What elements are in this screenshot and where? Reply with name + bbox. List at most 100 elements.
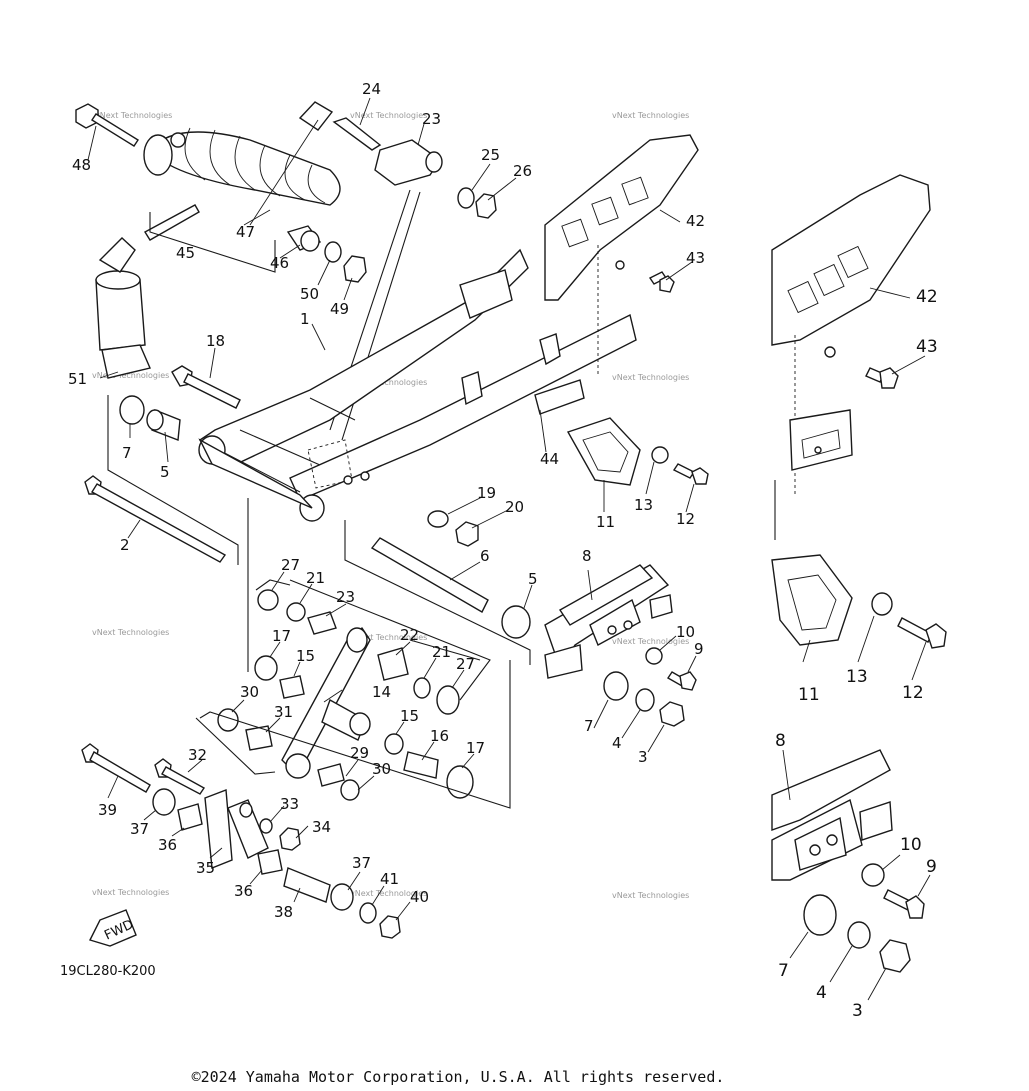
- pivot-collars: [119, 365, 241, 441]
- callout-50: 50: [300, 285, 319, 303]
- fwd-arrow-icon: FWD: [89, 909, 137, 947]
- watermark: vNext Technologies: [350, 378, 427, 387]
- spring-drawing: [143, 127, 341, 206]
- callout-15: 15: [296, 647, 315, 665]
- callout-21b: 21: [432, 643, 451, 661]
- watermark: vNext Technologies: [350, 633, 427, 642]
- chain-slider-guard: [566, 417, 709, 486]
- callout-32: 32: [188, 746, 207, 764]
- watermark: vNext Technologies: [612, 111, 689, 120]
- callout-17b: 17: [466, 739, 485, 757]
- callout-15b: 15: [400, 707, 419, 725]
- watermark: vNext Technologies: [350, 111, 427, 120]
- callout-38: 38: [274, 903, 293, 921]
- callout-17: 17: [272, 627, 291, 645]
- watermark: vNext Technologies: [92, 371, 169, 380]
- watermark: vNext Technologies: [612, 373, 689, 382]
- callout-5b: 5: [528, 570, 538, 588]
- callout-37: 37: [130, 820, 149, 838]
- detail-callout-43: 43: [916, 337, 938, 357]
- watermarks: vNext Technologies vNext Technologies vN…: [92, 111, 689, 900]
- watermark: vNext Technologies: [612, 891, 689, 900]
- callout-27b: 27: [456, 655, 475, 673]
- watermark: vNext Technologies: [95, 111, 172, 120]
- connecting-rod: [81, 717, 401, 939]
- callout-12: 12: [676, 510, 695, 528]
- callout-29: 29: [350, 744, 369, 762]
- callout-3: 3: [638, 748, 648, 766]
- callout-16: 16: [430, 727, 449, 745]
- detail-callout-3: 3: [852, 1001, 863, 1021]
- callout-30: 30: [240, 683, 259, 701]
- callout-23: 23: [422, 110, 441, 128]
- callout-9: 9: [694, 640, 704, 658]
- callout-46: 46: [270, 254, 289, 272]
- callout-43: 43: [686, 249, 705, 267]
- callout-11: 11: [596, 513, 615, 531]
- detail-chain-puller: [771, 749, 925, 973]
- callout-26: 26: [513, 162, 532, 180]
- callout-34: 34: [312, 818, 331, 836]
- callout-4: 4: [612, 734, 622, 752]
- detail-callout-7: 7: [778, 961, 789, 981]
- callout-39: 39: [98, 801, 117, 819]
- callout-20: 20: [505, 498, 524, 516]
- callout-35: 35: [196, 859, 215, 877]
- damper-body-drawing: [95, 237, 151, 379]
- callout-51: 51: [68, 370, 87, 388]
- watermark: vNext Technologies: [350, 889, 427, 898]
- relay-linkage: [199, 498, 511, 809]
- callout-36: 36: [158, 836, 177, 854]
- callout-36b: 36: [234, 882, 253, 900]
- callout-49: 49: [330, 300, 349, 318]
- callout-8: 8: [582, 547, 592, 565]
- callout-25: 25: [481, 146, 500, 164]
- chain-guard: [544, 134, 699, 375]
- callout-27: 27: [281, 556, 300, 574]
- detail-chain-guard: [771, 174, 931, 540]
- swing-arm: [198, 248, 637, 522]
- callout-7b: 7: [584, 717, 594, 735]
- callout-33: 33: [280, 795, 299, 813]
- detail-callout-11: 11: [798, 685, 820, 705]
- watermark: vNext Technologies: [92, 888, 169, 897]
- chain-puller: [544, 564, 697, 727]
- callout-1: 1: [300, 310, 310, 328]
- callout-6: 6: [480, 547, 490, 565]
- callout-42: 42: [686, 212, 705, 230]
- callout-45: 45: [176, 244, 195, 262]
- callout-22: 22: [400, 626, 419, 644]
- detail-callout-10: 10: [900, 835, 922, 855]
- detail-callout-13: 13: [846, 667, 868, 687]
- callout-19: 19: [477, 484, 496, 502]
- callout-48: 48: [72, 156, 91, 174]
- callout-30b: 30: [372, 760, 391, 778]
- callout-21: 21: [306, 569, 325, 587]
- detail-slider-guard: [771, 554, 947, 649]
- callout-14: 14: [372, 683, 391, 701]
- shaft-6: [344, 520, 531, 665]
- detail-callout-12: 12: [902, 683, 924, 703]
- bolt-48-drawing: [75, 103, 139, 147]
- callout-47: 47: [236, 223, 255, 241]
- rear-shock-absorber: [75, 101, 367, 379]
- callout-23b: 23: [336, 588, 355, 606]
- watermark: vNext Technologies: [612, 637, 689, 646]
- diagram-code: 19CL280-K200: [60, 964, 156, 979]
- pivot-bolt: [84, 395, 239, 565]
- callout-13: 13: [634, 496, 653, 514]
- callout-37b: 37: [352, 854, 371, 872]
- detail-callout-8: 8: [775, 731, 786, 751]
- callout-31: 31: [274, 703, 293, 721]
- callout-5: 5: [160, 463, 170, 481]
- detail-callout-9: 9: [926, 857, 937, 877]
- detail-callout-42: 42: [916, 287, 938, 307]
- detail-callout-4: 4: [816, 983, 827, 1003]
- copyright-notice: ©2024 Yamaha Motor Corporation, U.S.A. A…: [191, 1068, 725, 1086]
- callout-18: 18: [206, 332, 225, 350]
- callout-24: 24: [362, 80, 381, 98]
- callout-7: 7: [122, 444, 132, 462]
- callout-41: 41: [380, 870, 399, 888]
- callout-10: 10: [676, 623, 695, 641]
